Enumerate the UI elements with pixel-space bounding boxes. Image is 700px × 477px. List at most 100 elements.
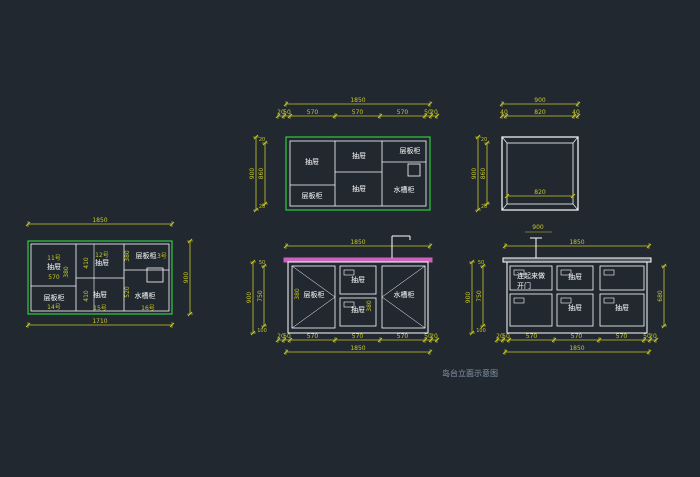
dim-tick <box>502 349 508 355</box>
elev-front-drawer-bottom <box>339 297 377 327</box>
elev-front-height-dim: 900 <box>246 292 253 304</box>
dim-tick <box>494 337 500 343</box>
elev-front-inner-dim: 380 <box>366 300 373 312</box>
elev-back-small-dim: 50 <box>478 260 484 266</box>
dim-tick <box>596 337 602 343</box>
elev-back-chain-value: 50 <box>643 333 651 340</box>
cell-15-label: 抽屉 <box>93 290 107 299</box>
dim-tick <box>427 101 433 107</box>
dim-tick <box>484 140 490 146</box>
dim-tick <box>499 113 505 119</box>
elev-back-label: 抽屉 <box>568 272 582 281</box>
dim-tick <box>281 113 287 119</box>
elev-back-drawer-top <box>599 265 645 291</box>
dim-tick <box>428 337 434 343</box>
plan-top-chain-value: 570 <box>307 109 319 116</box>
door-swing-line <box>291 265 336 298</box>
elev-back-drawer-bottom <box>599 293 645 327</box>
dim-tick <box>434 113 440 119</box>
elev-back-total-dim: 1850 <box>569 239 584 246</box>
dim-tick <box>377 113 383 119</box>
dim-tick <box>480 263 486 269</box>
dim-tick <box>287 113 293 119</box>
plan-top-label: 水槽柜 <box>394 185 415 194</box>
dim-tick <box>575 101 581 107</box>
dim-tick <box>502 243 508 249</box>
elev-back-chain-value: 20 <box>496 333 504 340</box>
drawing-caption: 岛台立面示意图 <box>442 368 498 378</box>
plan-side-frame <box>501 136 579 211</box>
dim-tick <box>641 337 647 343</box>
elev-back-chain-value: 570 <box>616 333 628 340</box>
elev-front-total-dim: 1850 <box>350 239 365 246</box>
plan-left-top-dim: 1850 <box>92 217 107 224</box>
plan-side-inner <box>506 142 574 205</box>
elev-front-chain-value: 570 <box>307 333 319 340</box>
dim-tick <box>187 311 193 317</box>
elev-front-chain-value: 50 <box>283 333 291 340</box>
dim-tick <box>469 259 475 265</box>
elev-back-label: 抽屉 <box>615 303 629 312</box>
dim-tick <box>422 113 428 119</box>
elev-front-label: 层板柜 <box>304 290 325 299</box>
plan-side-chain-value: 40 <box>572 109 580 116</box>
dim-tick <box>261 263 267 269</box>
plan-side-corner <box>572 203 579 211</box>
dim-tick <box>427 349 433 355</box>
dim-tick <box>281 337 287 343</box>
plan-top-label: 抽屉 <box>352 184 366 193</box>
elev-front-countertop <box>283 257 433 263</box>
dim-tick <box>187 238 193 244</box>
dim-tick <box>646 349 652 355</box>
elev-front-drawer-top <box>339 265 377 295</box>
elev-back-label: 开门 <box>517 281 531 290</box>
drawer-handle <box>343 301 355 308</box>
elev-front-small-dim: 50 <box>259 260 265 266</box>
elev-back-chain-value: 570 <box>571 333 583 340</box>
elev-back-chain-value: 20 <box>649 333 657 340</box>
elev-back-right-dim: 680 <box>657 290 664 302</box>
door-swing-line <box>381 296 426 329</box>
dim-tick <box>332 337 338 343</box>
dim-tick <box>253 134 259 140</box>
elev-back-chain-value: 50 <box>502 333 510 340</box>
elev-front-chain-value: 20 <box>277 333 285 340</box>
plan-side-chain-value: 820 <box>534 109 546 116</box>
elev-back-drawer-bottom <box>556 293 594 327</box>
dim-tick <box>653 337 659 343</box>
elev-front-inner-height-dim: 750 <box>257 290 264 302</box>
elev-back-drawer-bottom <box>509 293 553 327</box>
dim-tick <box>575 113 581 119</box>
dim-tick <box>275 337 281 343</box>
plan-left-frame <box>27 240 173 315</box>
cell-13-number: 13号 <box>153 253 167 260</box>
dim-tick <box>250 259 256 265</box>
plan-side-corner <box>501 203 508 211</box>
inner-dim: 410 <box>83 290 90 302</box>
inner-dim: 380 <box>63 266 70 278</box>
plan-side-chain-value: 40 <box>500 109 508 116</box>
elev-front-label: 抽屉 <box>351 305 365 314</box>
dim-tick <box>551 337 557 343</box>
elev-front-body <box>287 261 429 334</box>
drawer-handle <box>513 297 525 304</box>
plan-top-height-dim: 900 <box>249 168 256 180</box>
plan-side-inner-height-dim: 860 <box>480 168 487 180</box>
plan-top-inner <box>289 140 427 207</box>
elev-front-bottom-dim: 1850 <box>350 345 365 352</box>
dim-tick <box>503 113 509 119</box>
plan-top-sink <box>407 163 421 177</box>
elev-back-bottom-dim: 1850 <box>569 345 584 352</box>
dim-tick <box>475 134 481 140</box>
plan-left-bottom-dim: 1710 <box>92 318 107 325</box>
drawer-handle <box>603 269 615 276</box>
plan-top-label: 抽屉 <box>352 151 366 160</box>
dim-tick <box>332 113 338 119</box>
cell-14-number: 14号 <box>47 304 61 311</box>
elev-back-top-dim: 900 <box>532 224 544 231</box>
elev-back-label: 抽屉 <box>568 303 582 312</box>
plan-top-chain-value: 50 <box>283 109 291 116</box>
dim-tick <box>661 263 667 269</box>
elev-front-label: 水槽柜 <box>394 290 415 299</box>
plan-left-height-dim: 900 <box>183 272 190 284</box>
